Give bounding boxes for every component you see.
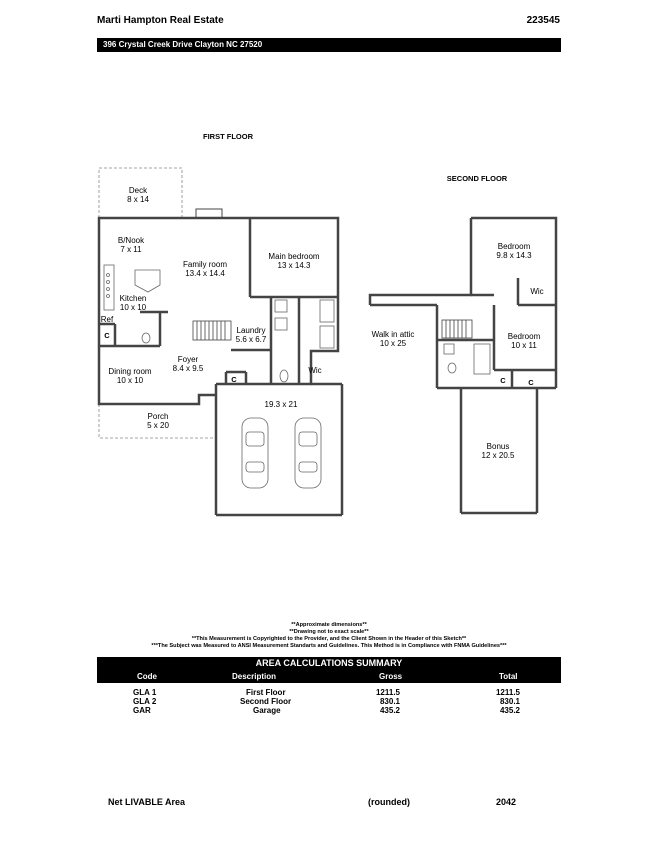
second-floor-stairs [441,319,473,339]
room-bonus-name: Bonus [487,442,510,451]
company-name: Marti Hampton Real Estate [97,15,224,26]
room-bed2-dim: 9.8 x 14.3 [496,251,532,260]
first-floor-bath-fixtures [141,299,335,383]
note-line: **Drawing not to exact scale** [289,629,369,635]
net-livable-value: 2042 [496,797,517,807]
column-header-gross: Gross [379,672,403,681]
kitchen-counter [103,264,161,311]
room-garage-dim: 19.3 x 21 [265,400,298,409]
room-deck-name: Deck [129,186,148,195]
property-address: 396 Crystal Creek Drive Clayton NC 27520 [103,40,263,49]
room-c1-name: C [104,331,110,340]
room-nook-dim: 7 x 11 [120,245,142,254]
column-header-description: Description [232,672,277,681]
room-family-name: Family room [183,260,227,269]
room-porch-dim: 5 x 20 [147,421,169,430]
room-foyer-name: Foyer [178,355,199,364]
room-porch-name: Porch [148,412,169,421]
first-floor-walls [97,216,344,517]
second-floor-bath-fixtures [443,343,491,375]
row-total: 435.2 [499,706,520,715]
note-line: **Approximate dimensions** [291,622,367,628]
room-main-bed-name: Main bedroom [268,252,319,261]
room-bed3-name: Bedroom [508,332,541,341]
note-line: ***The Subject was Measured to ANSI Meas… [151,643,507,649]
room-kitchen-dim: 10 x 10 [120,303,147,312]
room-c3-name: C [500,376,506,385]
row-gross: 830.1 [379,697,400,706]
room-laundry-name: Laundry [237,326,266,335]
row-gross: 1211.5 [375,688,400,697]
porch-outline [98,404,216,439]
row-description: Garage [253,706,281,715]
document-number: 223545 [526,15,560,26]
room-c2-name: C [231,375,237,384]
area-summary-header: AREA CALCULATIONS SUMMARY Code Descripti… [97,657,561,683]
note-line: **This Measurement is Copyrighted to the… [191,636,467,642]
room-nook-name: B/Nook [118,236,145,245]
room-deck-dim: 8 x 14 [127,195,149,204]
disclaimer-notes: **Approximate dimensions** **Drawing not… [97,622,561,650]
fireplace-icon [195,208,223,219]
room-attic-name: Walk in attic [372,330,415,339]
room-c4-name: C [528,378,534,387]
room-laundry-dim: 5.6 x 6.7 [236,335,267,344]
row-code: GAR [133,706,151,715]
deck-outline [98,167,183,218]
room-foyer-dim: 8.4 x 9.5 [173,364,204,373]
room-kitchen-name: Kitchen [120,294,147,303]
row-description: First Floor [246,688,286,697]
room-wic2-name: Wic [530,287,543,296]
address-bar [97,38,561,52]
second-floor-walls [368,216,558,515]
room-dining-name: Dining room [108,367,151,376]
floor-plan: FIRST FLOOR SECOND FLOOR [97,132,558,517]
first-floor-title: FIRST FLOOR [203,132,254,141]
room-family-dim: 13.4 x 14.4 [185,269,225,278]
second-floor-title: SECOND FLOOR [447,174,508,183]
row-total: 1211.5 [495,688,520,697]
room-bed3-dim: 10 x 11 [511,341,537,350]
rounded-label: (rounded) [368,797,410,807]
column-header-code: Code [137,672,157,681]
net-livable-label: Net LIVABLE Area [108,797,186,807]
room-dining-dim: 10 x 10 [117,376,144,385]
room-bonus-dim: 12 x 20.5 [482,451,515,460]
room-ref-name: Ref [101,315,114,324]
row-total: 830.1 [499,697,520,706]
row-gross: 435.2 [379,706,400,715]
row-code: GLA 1 [133,688,157,697]
room-wic1-name: Wic [308,366,321,375]
room-main-bed-dim: 13 x 14.3 [278,261,311,270]
row-code: GLA 2 [133,697,157,706]
room-bed2-name: Bedroom [498,242,531,251]
first-floor-stairs [192,320,232,341]
car-icon [294,417,322,489]
column-header-total: Total [499,672,518,681]
row-description: Second Floor [240,697,292,706]
area-summary-title: AREA CALCULATIONS SUMMARY [255,658,403,668]
car-icon [241,417,269,489]
room-attic-dim: 10 x 25 [380,339,407,348]
